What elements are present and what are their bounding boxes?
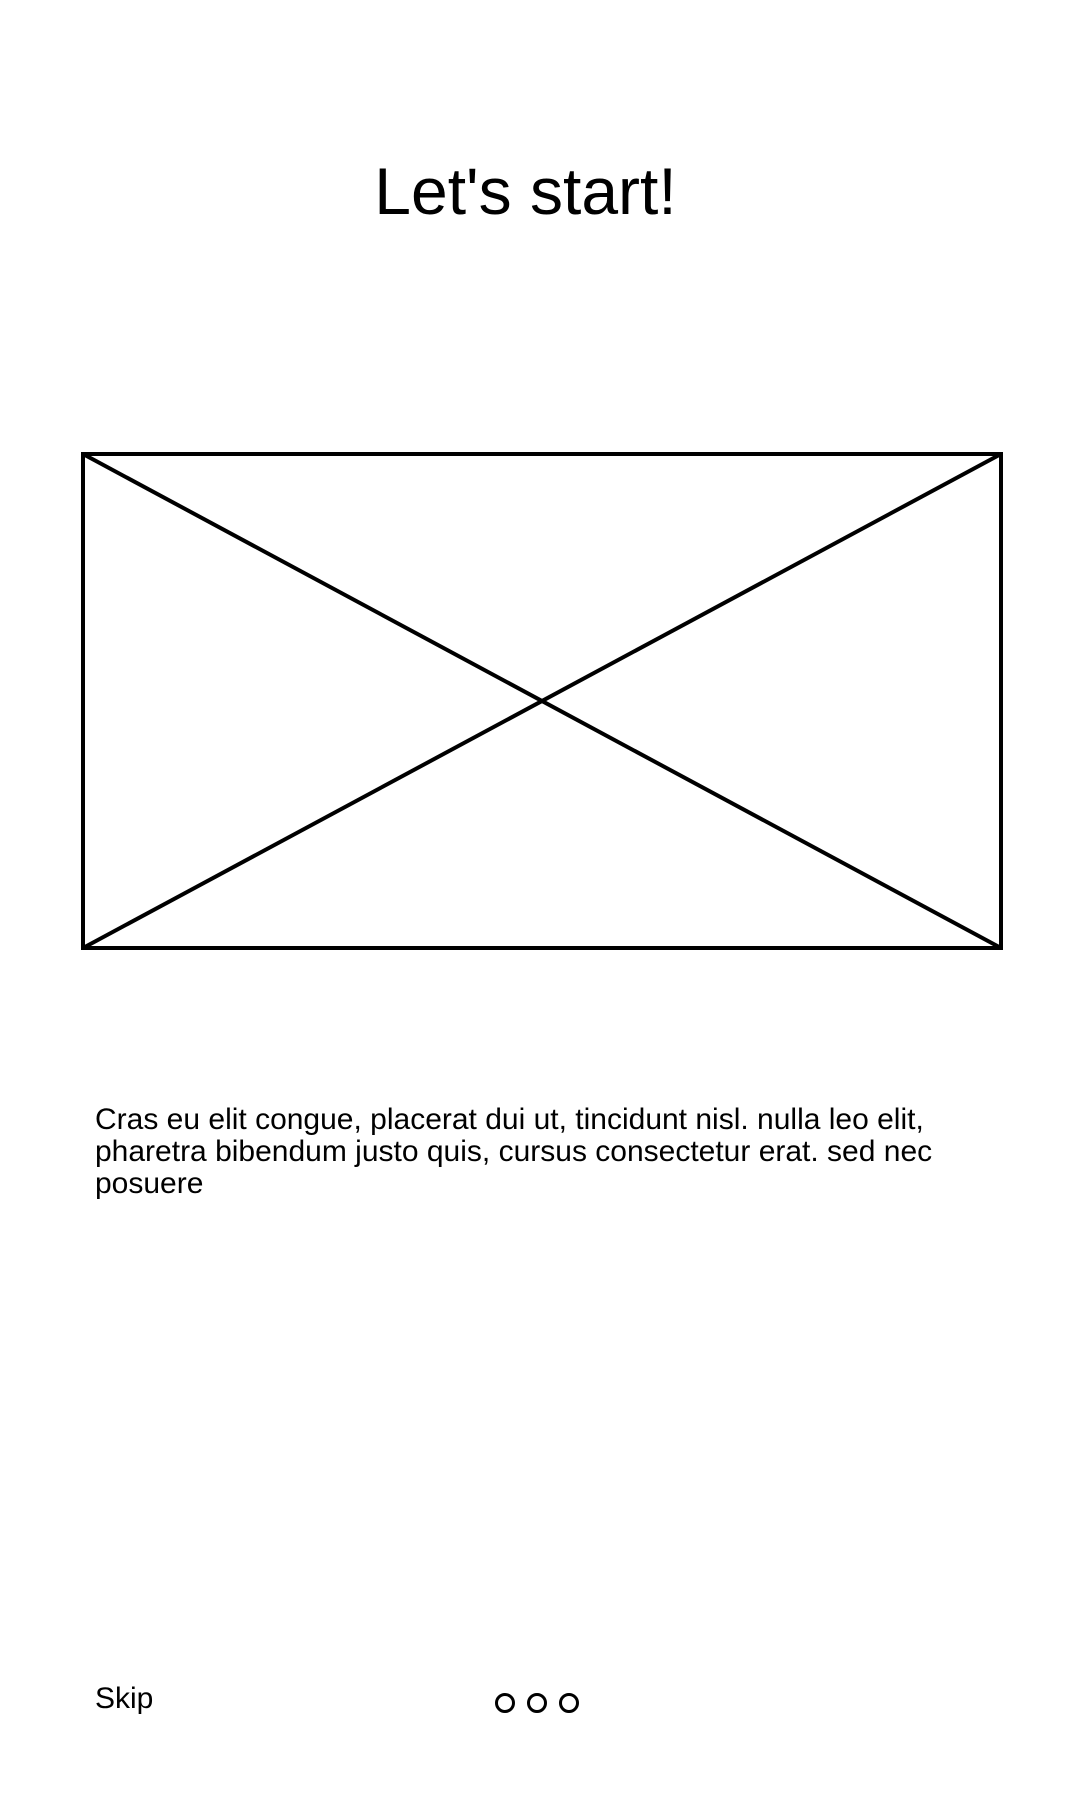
page-dot-1[interactable] <box>495 1693 515 1713</box>
page-dot-2[interactable] <box>527 1693 547 1713</box>
page-title: Let's start! <box>374 154 677 228</box>
onboarding-description: Cras eu elit congue, placerat dui ut, ti… <box>95 1103 933 1200</box>
skip-button[interactable]: Skip <box>95 1682 154 1715</box>
page-dot-3[interactable] <box>559 1693 579 1713</box>
image-placeholder-icon <box>81 452 1003 950</box>
page-indicator <box>495 1693 579 1713</box>
